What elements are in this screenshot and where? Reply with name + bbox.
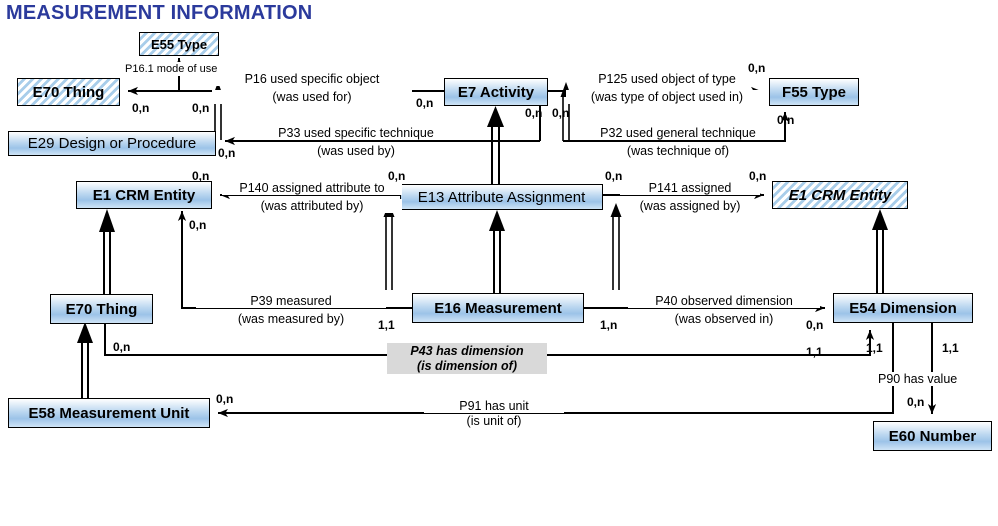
edge-label-P32-line2: (was technique of) [578,144,778,158]
cardinality-0n: 0,n [605,169,623,183]
cardinality-0n: 0,n [749,169,767,183]
node-E1-CRM-Entity-left[interactable]: E1 CRM Entity [76,181,212,209]
page-title: MEASUREMENT INFORMATION [6,2,313,24]
cardinality-0n: 0,n [552,106,570,120]
cardinality-0n: 0,n [907,395,925,409]
edge-label-P40-line1: P40 observed dimension [628,294,820,308]
edge-label-P91-line2: (is unit of) [424,414,564,428]
cardinality-11: 1,1 [942,341,959,355]
cardinality-0n: 0,n [218,146,236,160]
cardinality-0n: 0,n [192,101,210,115]
cardinality-0n: 0,n [806,318,824,332]
edge-label-P141-line1: P141 assigned [620,181,760,195]
cardinality-0n: 0,n [216,392,234,406]
node-E70-Thing-bottom[interactable]: E70 Thing [50,294,153,324]
node-F55-Type[interactable]: F55 Type [769,78,859,106]
edge-label-P39-line1: P39 measured [196,294,386,308]
node-E55-Type[interactable]: E55 Type [139,32,219,56]
cardinality-0n: 0,n [416,96,434,110]
cardinality-0n: 0,n [748,61,766,75]
cardinality-1n: 1,n [600,318,618,332]
cardinality-0n: 0,n [777,113,795,127]
edge-label-P125-line1: P125 used object of type [570,72,764,86]
node-E1-CRM-Entity-right[interactable]: E1 CRM Entity [772,181,908,209]
edge-label-P16-line2: (was used for) [212,90,412,104]
node-E58-Measurement-Unit[interactable]: E58 Measurement Unit [8,398,210,428]
cardinality-11: 1,1 [866,341,883,355]
edge-label-P43-line2: (is dimension of) [387,358,547,374]
edge-label-P32-line1: P32 used general technique [578,126,778,140]
cardinality-11: 1,1 [378,318,395,332]
edge-label-P91-line1: P91 has unit [424,399,564,413]
node-E13-Attribute-Assignment[interactable]: E13 Attribute Assignment [400,184,603,210]
cardinality-0n: 0,n [388,169,406,183]
node-E29-Design-or-Procedure[interactable]: E29 Design or Procedure [8,131,216,156]
node-E7-Activity[interactable]: E7 Activity [444,78,548,106]
edge-label-P16-line1: P16 used specific object [212,72,412,86]
cardinality-0n: 0,n [189,218,207,232]
edge-label-P125-line2: (was type of object used in) [566,90,768,104]
cardinality-0n: 0,n [525,106,543,120]
edge-label-P43-line1: P43 has dimension [387,343,547,359]
cardinality-0n: 0,n [192,169,210,183]
node-E54-Dimension[interactable]: E54 Dimension [833,293,973,323]
cardinality-0n: 0,n [113,340,131,354]
edge-label-P33-line2: (was used by) [252,144,460,158]
edge-label-P140-line1: P140 assigned attribute to [222,181,402,195]
edge-label-P90: P90 has value [876,372,960,386]
edge-label-P141-line2: (was assigned by) [620,199,760,213]
node-E60-Number[interactable]: E60 Number [873,421,992,451]
edge-label-P40-line2: (was observed in) [628,312,820,326]
edge-label-P39-line2: (was measured by) [196,312,386,326]
cardinality-11: 1,1 [806,345,823,359]
edge-label-P33-line1: P33 used specific technique [252,126,460,140]
edge-label-P140-line2: (was attributed by) [222,199,402,213]
cardinality-0n: 0,n [132,101,150,115]
node-E70-Thing-top[interactable]: E70 Thing [17,78,120,106]
edge-label-P16-1: P16.1 mode of use [123,62,220,76]
node-E16-Measurement[interactable]: E16 Measurement [412,293,584,323]
